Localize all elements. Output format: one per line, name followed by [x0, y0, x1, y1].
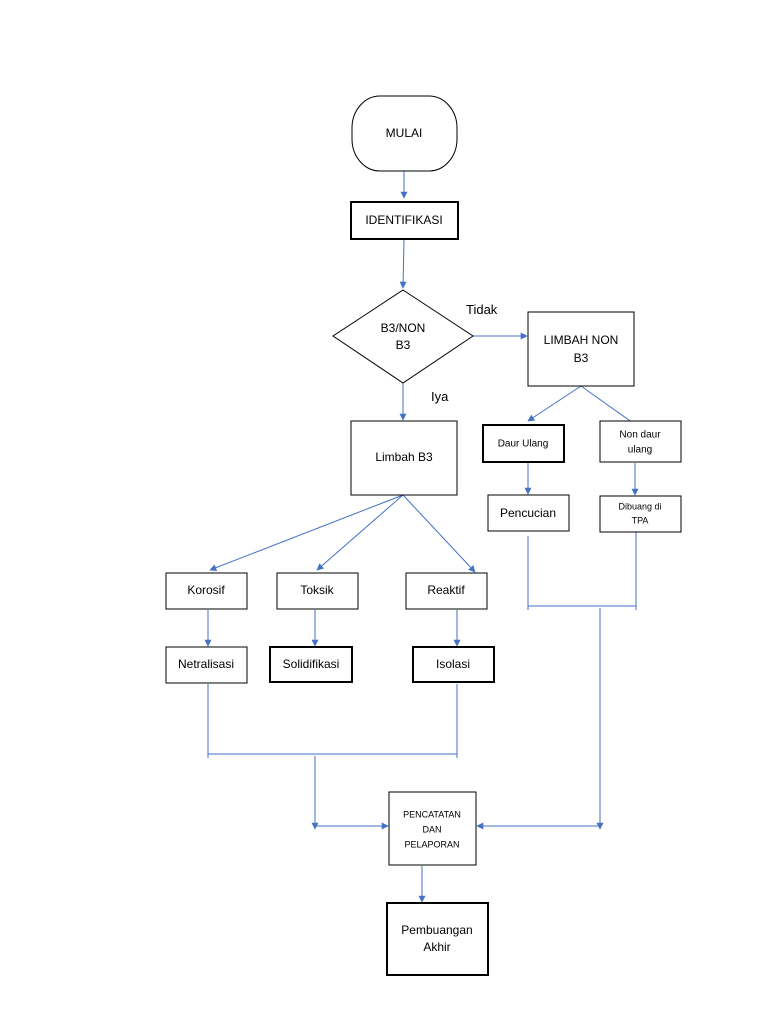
terminator-shape	[351, 95, 458, 172]
line-non-b3-merge	[527, 532, 637, 607]
node-corrosive: Korosif	[165, 572, 248, 610]
decision-diamond	[332, 289, 474, 384]
node-non-recycle: Non daur ulang	[599, 420, 682, 463]
start-label: MULAI	[386, 126, 423, 140]
non-b3-label-line1: LIMBAH NON	[544, 333, 619, 347]
final-label-line1: Pembuangan	[401, 923, 472, 937]
process-box	[527, 311, 635, 387]
node-final: Pembuangan Akhir	[386, 902, 489, 976]
landfill-label-line1: Dibuang di	[618, 501, 661, 511]
node-solidify: Solidifikasi	[269, 646, 353, 683]
process-box	[599, 420, 682, 463]
non-b3-label-line2: B3	[574, 351, 589, 365]
process-box	[350, 201, 459, 240]
node-start: MULAI	[351, 95, 458, 172]
washing-label: Pencucian	[500, 506, 556, 520]
neutralize-label: Netralisasi	[178, 657, 234, 671]
node-record: PENCATATAN DAN PELAPORAN	[388, 791, 477, 866]
node-landfill: Dibuang di TPA	[599, 495, 682, 533]
node-recycle: Daur Ulang	[482, 424, 565, 463]
landfill-label-line2: TPA	[632, 515, 649, 525]
node-neutralize: Netralisasi	[165, 646, 248, 684]
reactive-label: Reaktif	[427, 583, 465, 597]
recycle-label: Daur Ulang	[498, 439, 549, 450]
record-label-line1: PENCATATAN	[403, 809, 461, 819]
node-washing: Pencucian	[487, 494, 570, 532]
edge-label-yes: Iya	[431, 389, 449, 404]
node-decision: B3/NON B3	[332, 289, 474, 384]
solidify-label: Solidifikasi	[283, 657, 340, 671]
process-box	[412, 646, 495, 683]
final-label-line2: Akhir	[423, 940, 450, 954]
toxic-label: Toksik	[300, 583, 334, 597]
non-recycle-label-line2: ulang	[628, 445, 652, 456]
decision-label-line2: B3	[396, 338, 411, 352]
record-label-line2: DAN	[422, 824, 441, 834]
process-box	[165, 572, 248, 610]
b3-label: Limbah B3	[375, 450, 433, 464]
line-b3-merge	[207, 684, 458, 755]
node-reactive: Reaktif	[405, 572, 488, 610]
node-non-b3: LIMBAH NON B3	[527, 311, 635, 387]
process-box	[269, 646, 353, 683]
connectors	[204, 171, 641, 903]
process-box	[487, 494, 570, 532]
isolate-label: Isolasi	[436, 657, 470, 671]
process-box	[386, 902, 489, 976]
decision-label-line1: B3/NON	[381, 321, 426, 335]
node-toxic: Toksik	[276, 572, 359, 610]
process-box	[165, 646, 248, 684]
node-identify: IDENTIFIKASI	[350, 201, 459, 240]
edge-label-no: Tidak	[466, 302, 498, 317]
node-b3: Limbah B3	[350, 420, 458, 496]
process-box	[276, 572, 359, 610]
process-box	[599, 495, 682, 533]
process-box	[482, 424, 565, 463]
arrow-b3-to-toxic	[316, 494, 404, 571]
corrosive-label: Korosif	[187, 583, 225, 597]
process-box	[388, 791, 477, 866]
record-label-line3: PELAPORAN	[404, 839, 459, 849]
process-box	[405, 572, 488, 610]
arrow-b3-to-corrosive	[209, 494, 404, 571]
identify-label: IDENTIFIKASI	[365, 213, 442, 227]
process-box	[350, 420, 458, 496]
node-isolate: Isolasi	[412, 646, 495, 683]
arrow-non-b3-to-recycle	[527, 385, 582, 422]
arrow-identify-to-decision	[399, 239, 407, 289]
non-recycle-label-line1: Non daur	[619, 430, 661, 441]
arrow-b3-to-reactive	[402, 494, 476, 573]
